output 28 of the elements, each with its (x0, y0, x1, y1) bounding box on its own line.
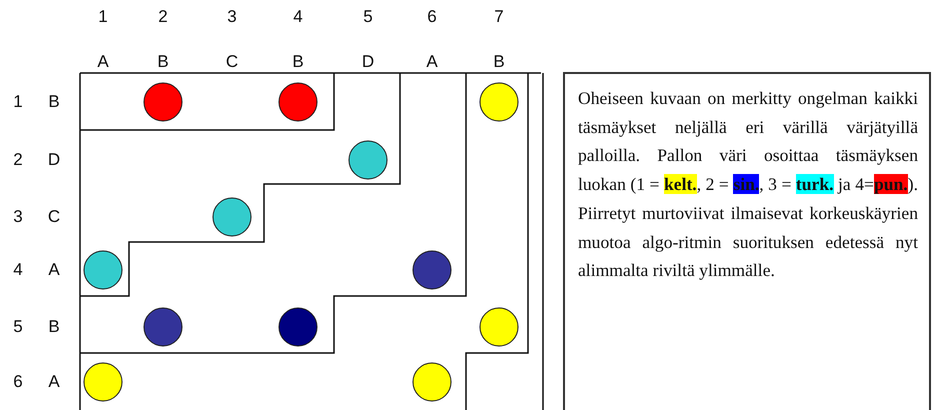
column-letter: B (157, 52, 169, 72)
row-letter: B (48, 92, 60, 112)
row-number: 1 (13, 92, 23, 112)
column-letter: A (97, 52, 109, 72)
note-box (563, 72, 931, 410)
column-letter: D (362, 52, 374, 72)
column-letter: C (226, 52, 238, 72)
row-letter: A (48, 260, 60, 280)
column-number: 6 (427, 7, 437, 27)
row-letter: A (48, 372, 60, 392)
column-number: 4 (293, 7, 303, 27)
row-number: 5 (13, 317, 23, 337)
row-number: 2 (13, 150, 23, 170)
column-number: 7 (494, 7, 504, 27)
description-text: Oheiseen kuvaan on merkitty ongelman kaikki täsmäykset neljällä eri värillä värjätyillä palloilla. Pallon väri osoittaa täsmäyksen luokan (1 = kelt., 2 = sin., 3 = turk. ja 4=pun.). Piirretyt murtoviivat ilmaisevat korkeuskäyrien muotoa algo-ritmin suorituksen edetessä nyt alimmalta riviltä ylimmälle. (578, 87, 918, 282)
row-letter: C (48, 207, 60, 227)
column-number: 1 (98, 7, 108, 27)
column-number: 3 (227, 7, 237, 27)
column-letter: B (493, 52, 505, 72)
row-letter: D (48, 150, 60, 170)
column-letter: B (292, 52, 304, 72)
row-number: 6 (13, 372, 23, 392)
column-number: 5 (363, 7, 373, 27)
row-number: 3 (13, 207, 23, 227)
row-letter: B (48, 317, 60, 337)
column-number: 2 (158, 7, 168, 27)
row-number: 4 (13, 260, 23, 280)
column-letter: A (426, 52, 438, 72)
